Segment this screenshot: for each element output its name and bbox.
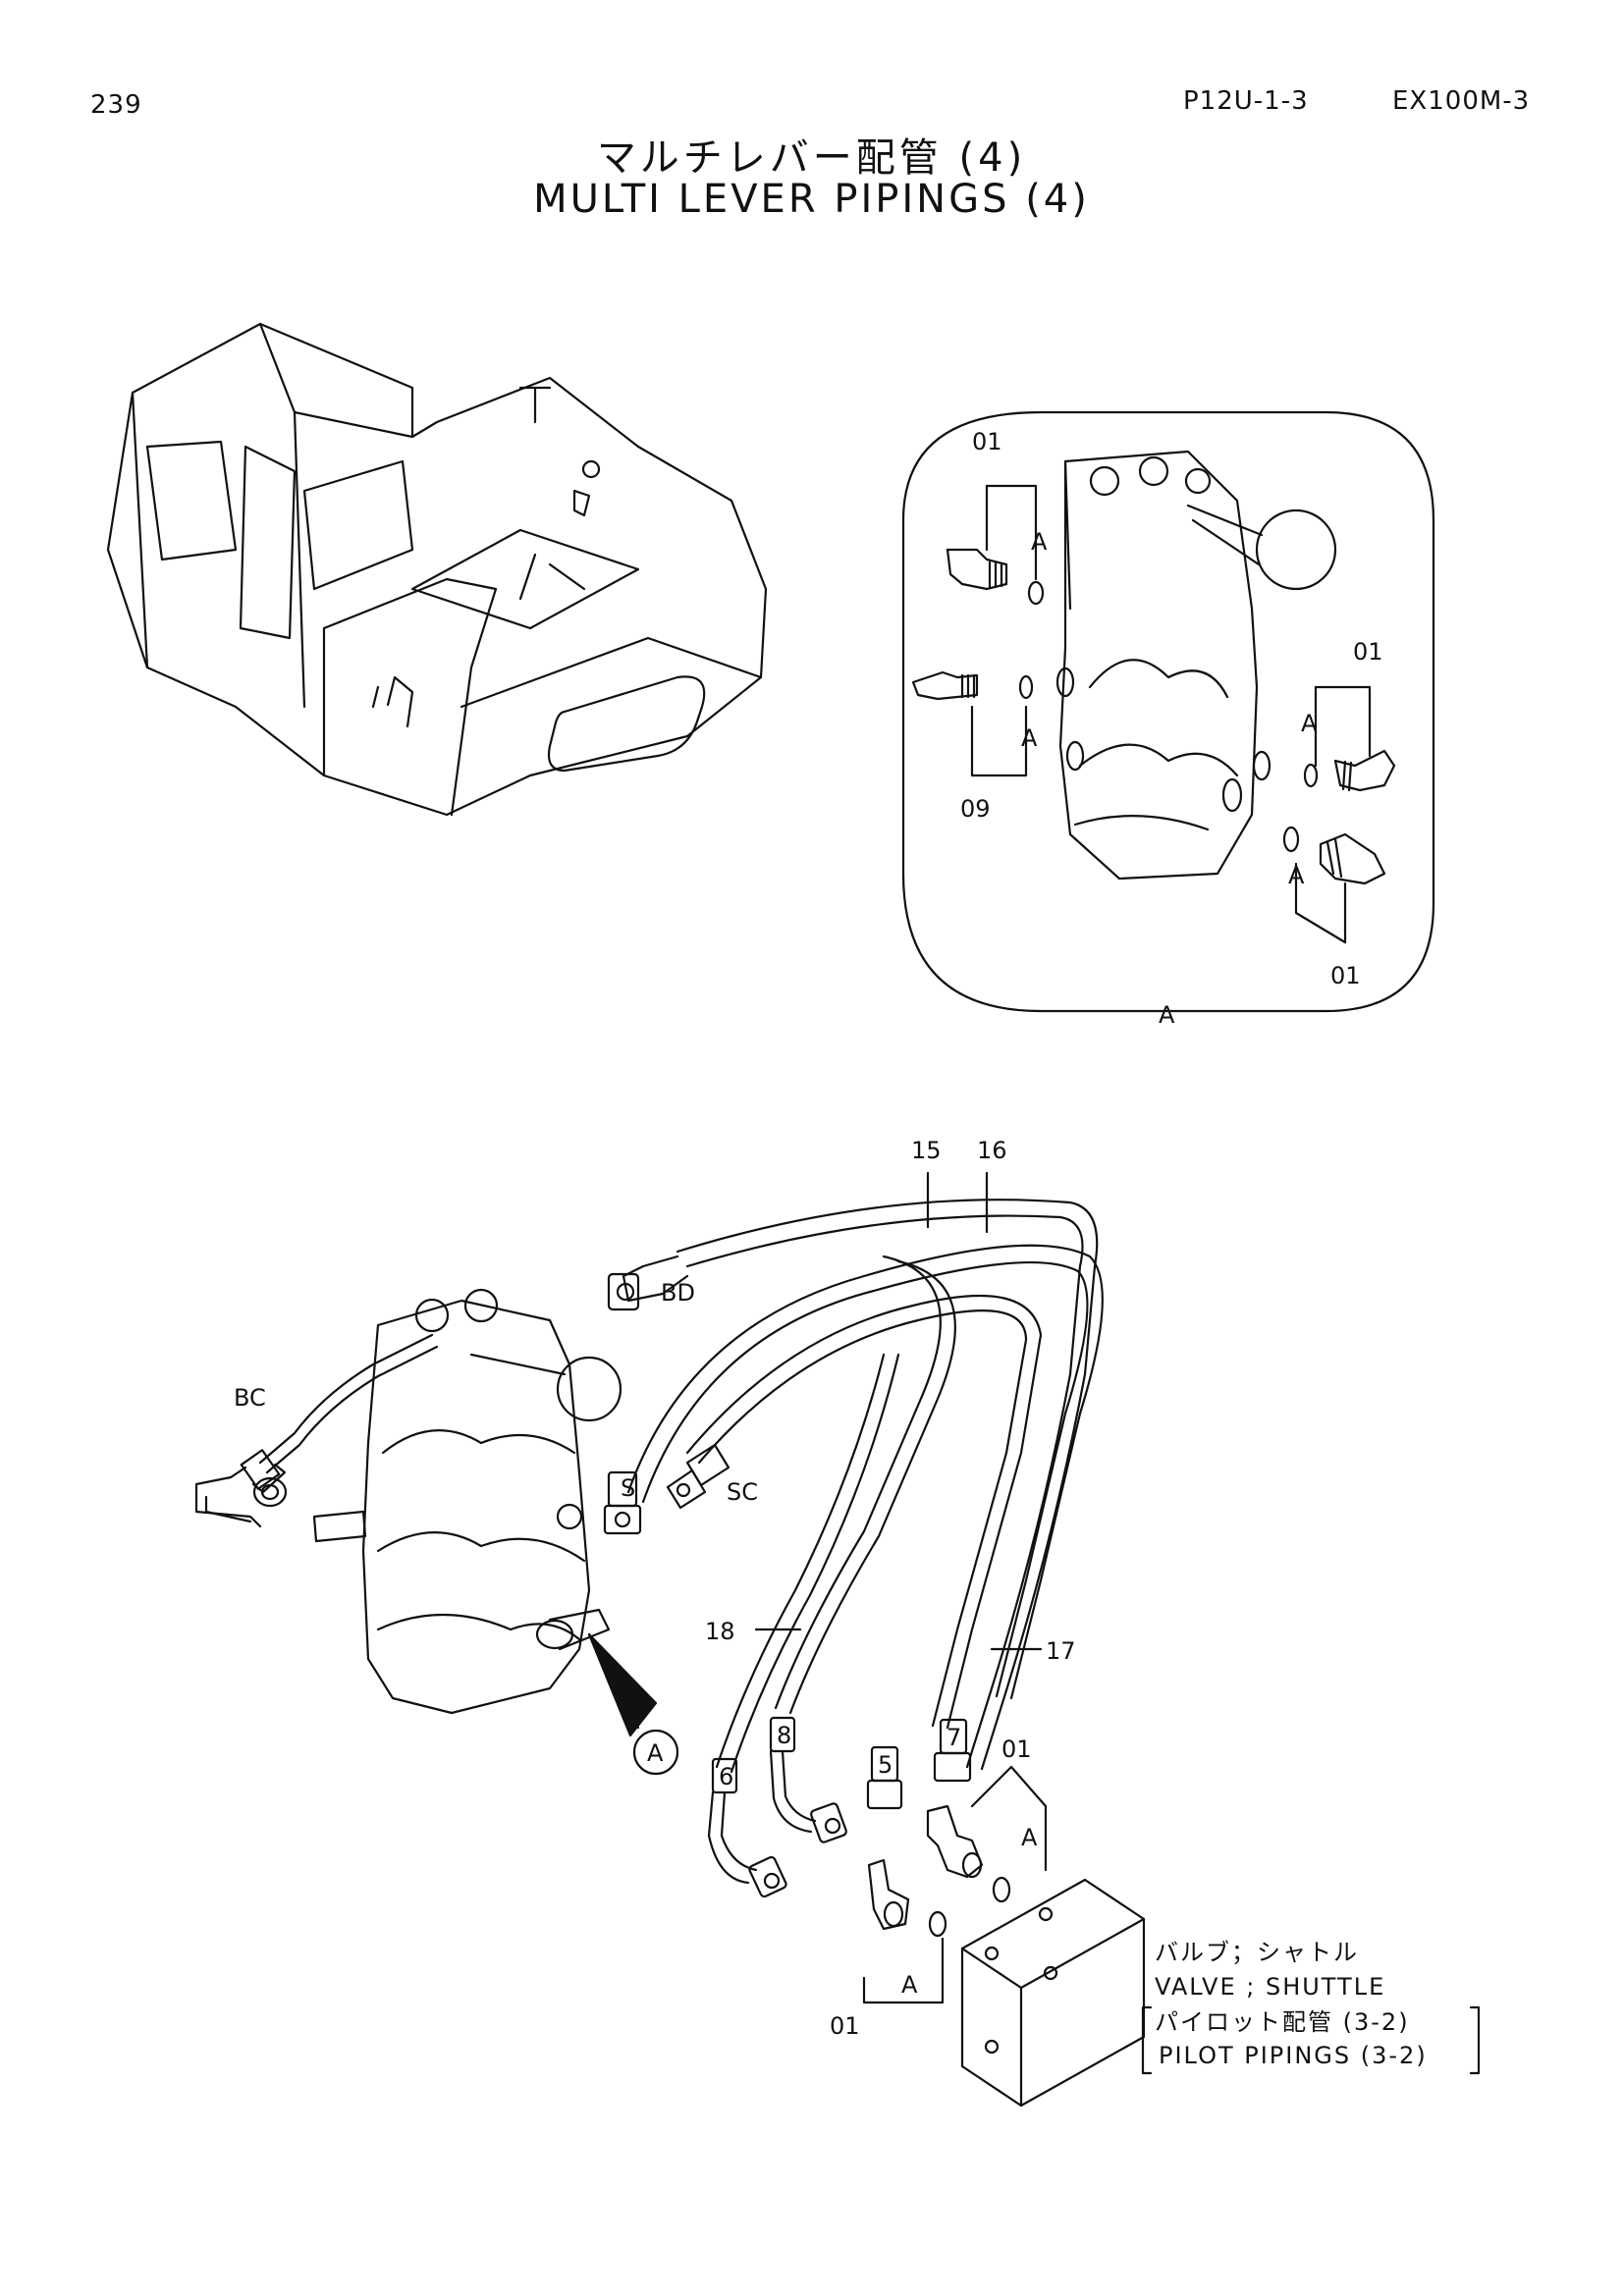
bracket-right	[1469, 2005, 1481, 2075]
hose-label-18: 18	[705, 1618, 735, 1645]
detail-part-label: 01	[1353, 638, 1383, 666]
shuttle-valve-name-jp: バルブ；シャトル	[1155, 1939, 1359, 1966]
detail-view-a	[901, 410, 1435, 1013]
hose-bc	[194, 1333, 439, 1528]
fitting-sc	[666, 1443, 730, 1510]
fitting-7	[933, 1718, 972, 1783]
detail-section-marker: A	[1301, 710, 1318, 737]
model-code: EX100M-3	[1392, 86, 1531, 116]
fitting-number-6: 6	[719, 1763, 733, 1790]
page-title-japanese: マルチレバー配管 (4)	[596, 135, 1027, 181]
fitting-8	[769, 1716, 847, 1843]
main-section-marker: A	[901, 1971, 918, 1999]
fitting-5	[866, 1745, 903, 1810]
hose-15	[607, 1199, 1099, 1771]
fitting-6	[707, 1757, 787, 1898]
page-title-english: MULTI LEVER PIPINGS (4)	[533, 177, 1090, 222]
detail-part-label: 01	[1330, 962, 1361, 989]
detail-section-marker: A	[1021, 724, 1038, 752]
port-label-s: S	[621, 1474, 635, 1502]
page-code: P12U-1-3	[1183, 86, 1309, 116]
hose-17	[685, 1294, 1043, 1730]
detail-view-label: A	[1159, 1001, 1175, 1029]
fitting-number-8: 8	[777, 1722, 791, 1749]
main-leaders	[587, 1171, 1048, 2004]
elbow-fittings-01	[867, 1804, 1011, 1938]
shuttle-valve-block	[960, 1878, 1146, 2108]
port-label-sc: SC	[727, 1478, 758, 1506]
hose-16	[626, 1244, 1104, 1700]
hose-label-15: 15	[911, 1137, 942, 1164]
excavator-overview	[106, 322, 768, 817]
page-number: 239	[90, 90, 142, 120]
detail-part-label: 09	[960, 795, 991, 823]
fitting-label-01: 01	[830, 2012, 860, 2040]
pilot-pipings-ref-jp: パイロット配管 (3-2)	[1155, 2008, 1410, 2036]
main-pilot-valve	[312, 1288, 622, 1715]
fitting-s	[603, 1470, 642, 1535]
port-label-bc: BC	[234, 1384, 266, 1412]
hose-label-16: 16	[977, 1137, 1007, 1164]
detail-part-label: 01	[972, 428, 1002, 455]
bracket-left	[1141, 2005, 1153, 2075]
detail-callout-a: A	[647, 1739, 664, 1767]
fitting-number-5: 5	[878, 1751, 893, 1779]
main-section-marker: A	[1021, 1824, 1038, 1851]
shuttle-valve-name-en: VALVE ; SHUTTLE	[1155, 1973, 1385, 2001]
hose-18	[715, 1255, 956, 1774]
pilot-pipings-ref-en: PILOT PIPINGS (3-2)	[1159, 2042, 1428, 2069]
detail-section-marker: A	[1031, 528, 1048, 556]
fitting-number-7: 7	[947, 1724, 961, 1751]
detail-section-marker: A	[1288, 862, 1305, 889]
port-label-bd: BD	[661, 1279, 695, 1307]
fitting-label-01: 01	[1001, 1735, 1032, 1763]
hose-label-17: 17	[1046, 1637, 1076, 1665]
